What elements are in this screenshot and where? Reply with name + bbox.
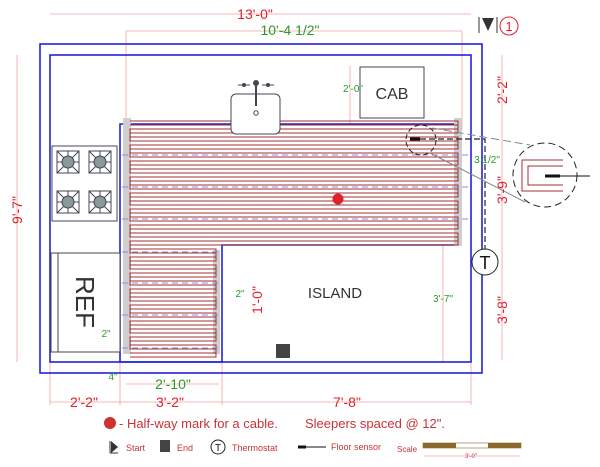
legend-sleepers: Sleepers spaced @ 12". bbox=[305, 416, 445, 431]
floor-sensor-detail bbox=[405, 124, 590, 255]
heating-cable bbox=[129, 120, 459, 358]
legend-scale: Scale bbox=[397, 445, 418, 454]
dim-overall-width: 13'-0" bbox=[237, 6, 273, 22]
burner-icon bbox=[56, 150, 80, 174]
cabinet-label: CAB bbox=[376, 86, 409, 103]
dim-lower-heated-width: 2'-10" bbox=[155, 376, 191, 392]
end-icon bbox=[160, 440, 170, 452]
dim-right-bottom: 3'-8" bbox=[494, 296, 510, 324]
refrigerator bbox=[50, 252, 121, 353]
dimension-lines bbox=[16, 13, 503, 405]
sink bbox=[230, 80, 281, 135]
legend-thermostat: Thermostat bbox=[232, 443, 278, 453]
cable-end-icon bbox=[276, 344, 290, 358]
dim-bottom-right: 7'-8" bbox=[333, 394, 361, 410]
dim-cab-offset: 2'-0" bbox=[343, 84, 363, 95]
stove bbox=[51, 145, 118, 222]
burner-icon bbox=[56, 190, 80, 214]
legend-end: End bbox=[177, 443, 193, 453]
heated-area-outline bbox=[119, 123, 461, 363]
dim-bottom-left: 2'-2" bbox=[70, 394, 98, 410]
refrigerator-label: REF bbox=[70, 276, 100, 328]
dim-overall-height: 9'-7" bbox=[9, 196, 25, 224]
sleeper-dash-lines bbox=[122, 154, 470, 349]
legend-halfway: - Half-way mark for a cable. bbox=[119, 416, 278, 431]
cabinet bbox=[359, 66, 425, 119]
halfway-legend-icon bbox=[104, 417, 116, 429]
legend: - Half-way mark for a cable. Sleepers sp… bbox=[104, 416, 522, 460]
thermostat-legend-icon bbox=[210, 439, 226, 455]
sleeper-left bbox=[123, 118, 131, 354]
scale-bar bbox=[422, 442, 522, 457]
dim-island-gap: 2" bbox=[235, 289, 245, 300]
legend-floor-sensor: Floor sensor bbox=[331, 442, 381, 452]
scale-length: 3'-0" bbox=[465, 454, 477, 460]
dim-right-gap: 3 1/2" bbox=[474, 155, 500, 166]
cable-run bbox=[129, 124, 459, 358]
start-icon bbox=[109, 441, 118, 454]
section-arrow-icon bbox=[482, 18, 494, 31]
burner-icon bbox=[88, 150, 112, 174]
thermostat-icon: T bbox=[471, 248, 499, 276]
dim-ref-gap: 2" bbox=[101, 329, 111, 340]
dim-island-depth: 3'-7" bbox=[433, 294, 453, 305]
burner-icon bbox=[88, 190, 112, 214]
section-marker: 1 bbox=[478, 16, 519, 36]
legend-start: Start bbox=[126, 443, 146, 453]
dim-right-middle: 3'-9" bbox=[494, 176, 510, 204]
dim-heated-width: 10'-4 1/2" bbox=[260, 22, 319, 38]
svg-text:T: T bbox=[480, 253, 491, 273]
dim-right-top: 2'-2" bbox=[494, 76, 510, 104]
svg-text:1: 1 bbox=[505, 19, 512, 34]
island-label: ISLAND bbox=[308, 285, 362, 302]
halfway-mark-icon bbox=[332, 193, 344, 205]
outer-wall bbox=[39, 43, 483, 374]
dim-bottom-middle: 3'-2" bbox=[156, 394, 184, 410]
dim-island-offset: 1'-0" bbox=[249, 286, 265, 314]
dim-bottom-gap: 4" bbox=[108, 372, 118, 383]
svg-text:T: T bbox=[215, 443, 221, 454]
inner-wall bbox=[49, 54, 472, 363]
sleeper-right bbox=[454, 118, 462, 246]
